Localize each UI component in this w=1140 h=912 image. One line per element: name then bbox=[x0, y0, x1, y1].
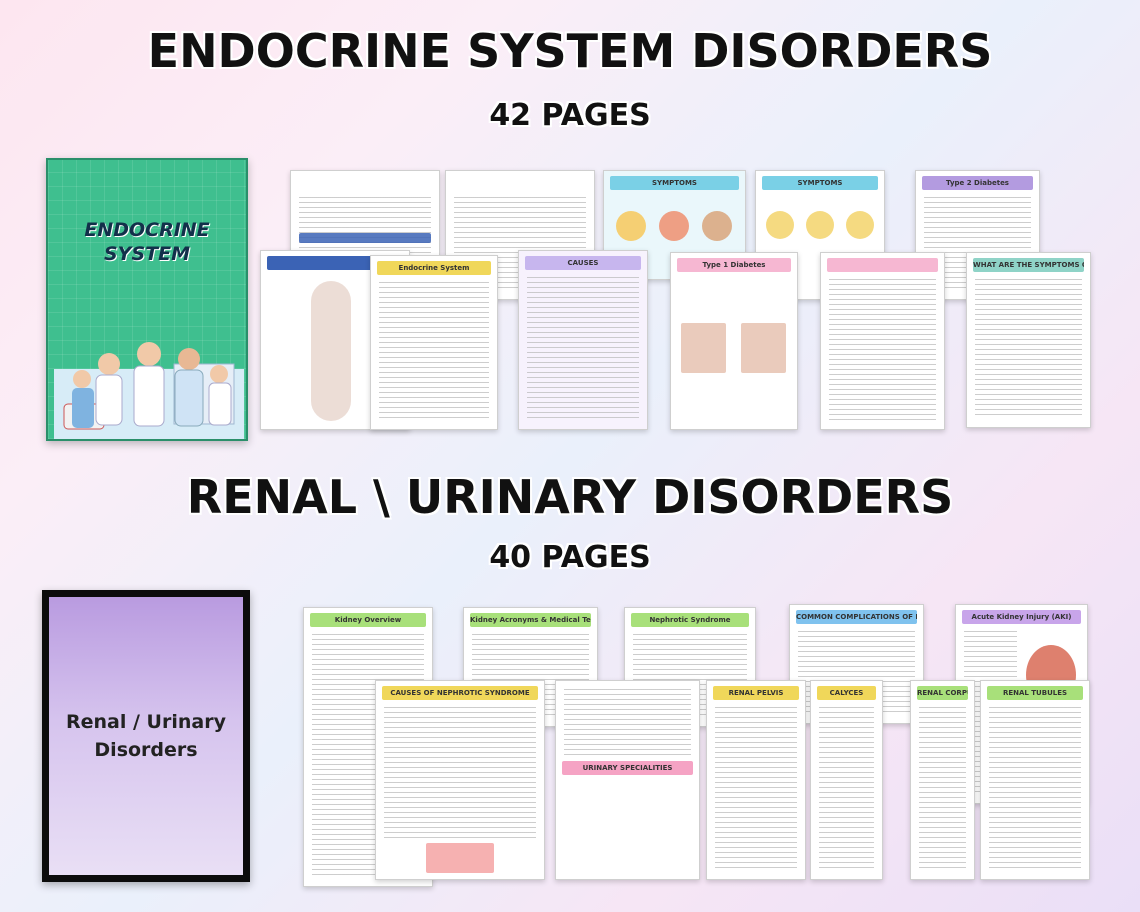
renal-page-thumb: RENAL PELVIS bbox=[706, 680, 806, 880]
endocrine-cover-line2: SYSTEM bbox=[104, 243, 190, 265]
renal-page-thumb: CAUSES OF NEPHROTIC SYNDROME bbox=[375, 680, 545, 880]
renal-page-thumb: RENAL TUBULES bbox=[980, 680, 1090, 880]
endocrine-page-thumb: Type 1 Diabetes bbox=[670, 252, 798, 430]
endocrine-page-thumb: CAUSES bbox=[518, 250, 648, 430]
renal-page-thumb: URINARY SPECIALITIES bbox=[555, 680, 700, 880]
endocrine-page-count: 42 PAGES bbox=[489, 98, 651, 133]
renal-page-count: 40 PAGES bbox=[489, 540, 651, 575]
endocrine-cover-line1: ENDOCRINE bbox=[84, 219, 210, 241]
renal-cover-title: Renal / Urinary Disorders bbox=[66, 708, 226, 764]
renal-title: RENAL \ URINARY DISORDERS bbox=[186, 470, 954, 524]
endocrine-cover: ENDOCRINE SYSTEM bbox=[46, 158, 248, 441]
renal-cover: Renal / Urinary Disorders bbox=[42, 590, 250, 882]
renal-cover-line1: Renal / Urinary bbox=[66, 711, 226, 733]
renal-page-thumb: RENAL CORPUSCLE bbox=[910, 680, 975, 880]
endocrine-page-thumb: WHAT ARE THE SYMPTOMS OF ADRENAL DISORDE… bbox=[966, 252, 1091, 428]
renal-page-thumb: CALYCES bbox=[810, 680, 883, 880]
renal-cover-line2: Disorders bbox=[94, 739, 198, 761]
medical-staff-illustration bbox=[54, 342, 244, 439]
endocrine-page-thumb bbox=[820, 252, 945, 430]
endocrine-title: ENDOCRINE SYSTEM DISORDERS bbox=[147, 24, 993, 78]
endocrine-page-thumb: Endocrine System bbox=[370, 255, 498, 430]
endocrine-cover-title: ENDOCRINE SYSTEM bbox=[48, 218, 246, 266]
